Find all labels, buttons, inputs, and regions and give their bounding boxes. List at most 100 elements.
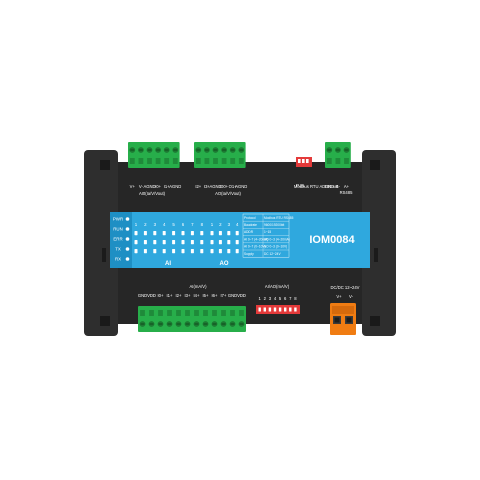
ai-led: [143, 231, 147, 236]
spec-value: DC 12~24V: [264, 252, 281, 256]
bottom-terminal-label: I7+: [221, 293, 227, 298]
ao-channel-number: 2: [219, 222, 222, 227]
terminal-screw[interactable]: [195, 147, 202, 153]
terminal-screw[interactable]: [229, 321, 236, 327]
dip-switch-lever[interactable]: [278, 307, 282, 312]
bottom-terminal-label: I3+: [185, 293, 191, 298]
bottom-terminal-label: VDD: [237, 293, 246, 298]
terminal-slot: [335, 158, 341, 164]
terminal-slot: [167, 310, 172, 316]
terminal-screw[interactable]: [184, 321, 191, 327]
terminal-screw[interactable]: [163, 147, 170, 153]
power-terminal-screw[interactable]: [345, 316, 353, 324]
terminal-screw[interactable]: [193, 321, 200, 327]
terminal-screw[interactable]: [335, 147, 341, 153]
bottom-terminal-label: I1+: [167, 293, 173, 298]
terminal-screw[interactable]: [238, 321, 245, 327]
spec-key: Baudrate: [244, 223, 257, 227]
terminal-screw[interactable]: [343, 147, 350, 153]
side-slot: [102, 248, 106, 262]
spec-key: Supply: [244, 252, 254, 256]
power-terminal-screw[interactable]: [333, 316, 341, 324]
terminal-screw[interactable]: [157, 321, 164, 327]
terminal-label: I1+: [164, 184, 170, 189]
bottom-caption: AI(mA/V): [190, 284, 208, 289]
status-led-label: ERR: [113, 237, 122, 242]
dip-switch-lever[interactable]: [284, 307, 287, 312]
terminal-slot: [344, 158, 349, 164]
bottom-terminal-label: I0+: [158, 293, 164, 298]
terminal-label: AGND: [235, 184, 247, 189]
ai-led: [190, 231, 194, 236]
terminal-screw[interactable]: [211, 321, 218, 327]
terminal-screw[interactable]: [172, 147, 179, 153]
ai-led: [162, 249, 166, 254]
terminal-screw[interactable]: [229, 147, 236, 153]
address-caption: Modbus RTU ADDR set: [294, 184, 339, 189]
terminal-screw[interactable]: [166, 321, 173, 327]
terminal-label: I0+: [155, 184, 161, 189]
terminal-screw[interactable]: [175, 321, 182, 327]
ao-led: [235, 240, 239, 245]
terminal-screw[interactable]: [204, 147, 210, 153]
terminal-label: AGND: [169, 184, 181, 189]
dip-switch-number: 8: [294, 296, 297, 301]
terminal-screw[interactable]: [326, 147, 333, 153]
rs485-terminal-block: [325, 142, 351, 168]
terminal-screw[interactable]: [238, 147, 245, 153]
ai-channel-number: 7: [191, 222, 194, 227]
dip-switch-lever[interactable]: [263, 307, 266, 312]
terminal-screw[interactable]: [212, 147, 219, 153]
terminal-screw[interactable]: [139, 321, 146, 327]
terminal-slot: [149, 310, 154, 316]
ao-group-label: AO: [220, 261, 229, 267]
terminal-screw[interactable]: [146, 147, 153, 153]
mount-clip: [100, 160, 110, 170]
dip-switch-lever[interactable]: [268, 307, 272, 312]
ao-led: [227, 249, 231, 254]
status-strip: [110, 212, 132, 268]
terminal-slot: [158, 310, 163, 316]
ao-led: [210, 240, 214, 245]
terminal-screw[interactable]: [148, 321, 155, 327]
bottom-terminal-label: GND: [138, 293, 147, 298]
terminal-screw[interactable]: [202, 321, 209, 327]
ai-led: [172, 249, 176, 254]
status-led-label: RUN: [113, 227, 123, 232]
dip-switch-lever[interactable]: [294, 307, 297, 312]
spec-value: 1~15: [264, 230, 271, 234]
ai-channel-number: 5: [172, 222, 175, 227]
ai-led: [200, 231, 204, 236]
mode-dip-switch[interactable]: [256, 305, 300, 314]
terminal-screw[interactable]: [155, 147, 162, 153]
dip-switch-lever[interactable]: [273, 307, 277, 312]
spec-key: Protocol: [244, 216, 256, 220]
ai-led: [200, 249, 204, 254]
terminal-slot: [185, 310, 190, 316]
dip-switch-body[interactable]: [256, 305, 300, 314]
terminal-screw[interactable]: [220, 321, 227, 327]
ao-channel-number: 4: [236, 222, 239, 227]
dip-switch-number: 4: [274, 296, 277, 301]
top-left-caption: AI0(Ia/V/Vout): [139, 191, 166, 196]
terminal-slot: [155, 158, 161, 164]
terminal-slot: [172, 158, 178, 164]
address-dip-switch[interactable]: [296, 157, 312, 167]
terminal-screw[interactable]: [221, 147, 228, 153]
fun-label: FUN: [296, 183, 305, 188]
model-name: IOM0084: [309, 234, 355, 246]
terminal-screw[interactable]: [129, 147, 136, 153]
dip-switch-lever[interactable]: [289, 307, 292, 312]
power-terminal-block: [330, 303, 356, 335]
ai-led: [190, 240, 194, 245]
ai-led: [181, 231, 185, 236]
dip-switch-lever[interactable]: [258, 307, 261, 312]
ai-led: [181, 249, 185, 254]
terminal-slot: [164, 158, 170, 164]
ai-channel-number: 6: [182, 222, 185, 227]
terminal-label: O0+: [220, 184, 229, 189]
terminal-screw[interactable]: [138, 147, 144, 153]
